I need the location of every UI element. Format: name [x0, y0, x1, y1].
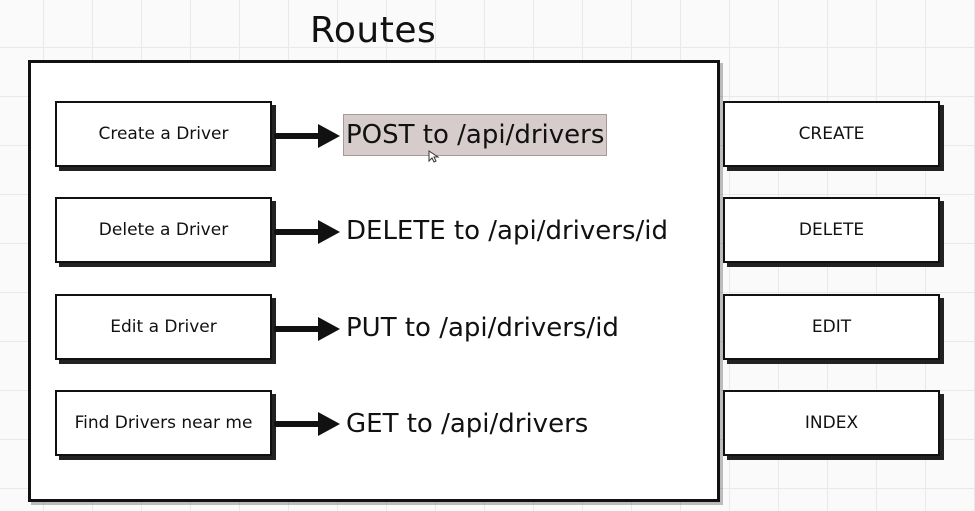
action-box-find[interactable]: Find Drivers near me	[55, 390, 272, 456]
verb-box-edit[interactable]: EDIT	[723, 294, 940, 360]
arrow-icon	[274, 220, 340, 244]
verb-box-create[interactable]: CREATE	[723, 101, 940, 167]
arrow-icon	[274, 124, 340, 148]
verb-box-delete[interactable]: DELETE	[723, 197, 940, 263]
action-box-edit[interactable]: Edit a Driver	[55, 294, 272, 360]
route-text-create[interactable]: POST to /api/drivers	[342, 114, 608, 156]
diagram-title: Routes	[310, 10, 437, 51]
action-box-create[interactable]: Create a Driver	[55, 101, 272, 167]
route-text-find[interactable]: GET to /api/drivers	[346, 409, 589, 439]
verb-box-index[interactable]: INDEX	[723, 390, 940, 456]
route-text-edit[interactable]: PUT to /api/drivers/id	[346, 313, 619, 343]
arrow-icon	[274, 317, 340, 341]
arrow-icon	[274, 412, 340, 436]
move-cursor-icon	[428, 150, 440, 163]
action-box-delete[interactable]: Delete a Driver	[55, 197, 272, 263]
route-text-delete[interactable]: DELETE to /api/drivers/id	[346, 216, 669, 246]
